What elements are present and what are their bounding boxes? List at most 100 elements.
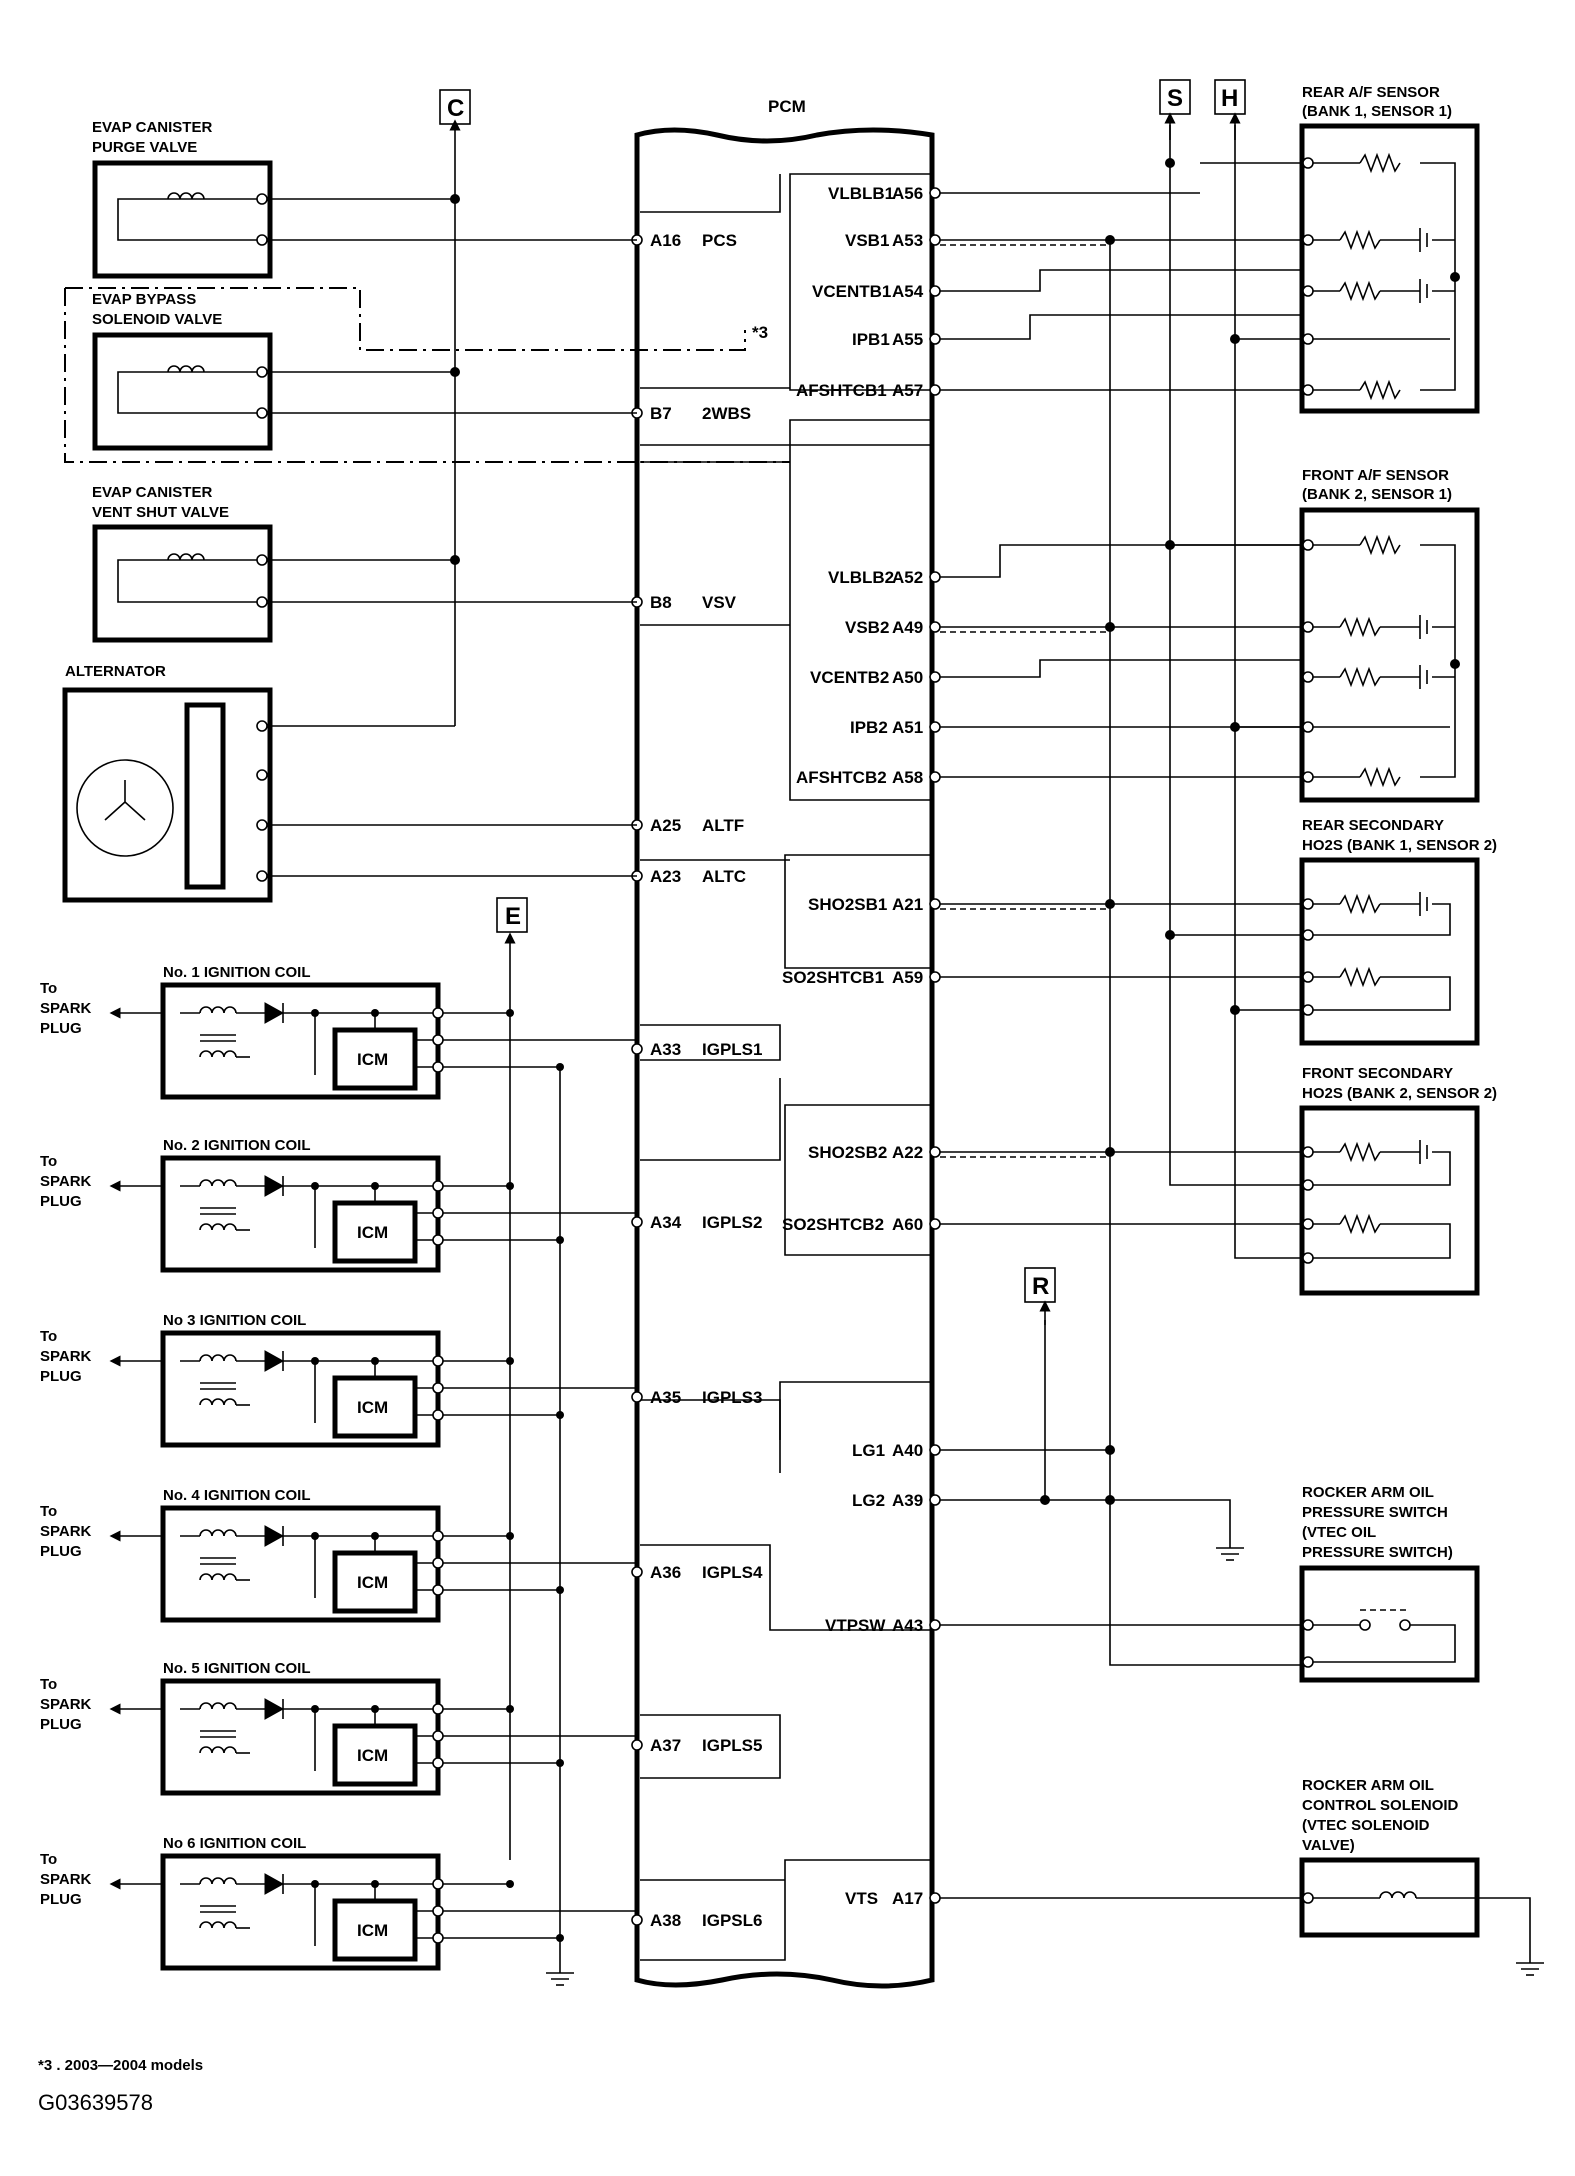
svg-text:PRESSURE SWITCH): PRESSURE SWITCH) bbox=[1302, 1544, 1453, 1561]
svg-text:IGPLS2: IGPLS2 bbox=[702, 1213, 762, 1232]
svg-text:ALTC: ALTC bbox=[702, 867, 746, 886]
svg-text:A38: A38 bbox=[650, 1911, 681, 1930]
svg-text:REAR A/F SENSOR: REAR A/F SENSOR bbox=[1302, 84, 1440, 101]
svg-text:A57: A57 bbox=[892, 381, 923, 400]
svg-text:VCENTB1: VCENTB1 bbox=[812, 282, 891, 301]
svg-text:A43: A43 bbox=[892, 1616, 923, 1635]
svg-text:FRONT SECONDARY: FRONT SECONDARY bbox=[1302, 1065, 1453, 1082]
connector-e: E bbox=[496, 897, 528, 933]
coil-label: No. 2 IGNITION COIL bbox=[163, 1137, 311, 1154]
svg-text:PLUG: PLUG bbox=[40, 1368, 82, 1385]
evap-vent-shut-valve: EVAP CANISTER VENT SHUT VALVE bbox=[92, 484, 273, 643]
svg-text:E: E bbox=[505, 903, 521, 930]
front-af-sensor: FRONT A/F SENSOR (BANK 2, SENSOR 1) bbox=[1299, 467, 1480, 803]
svg-text:IGPLS4: IGPLS4 bbox=[702, 1563, 763, 1582]
svg-text:ROCKER ARM OIL: ROCKER ARM OIL bbox=[1302, 1484, 1434, 1501]
icm-label: ICM bbox=[357, 1573, 388, 1592]
svg-text:SPARK: SPARK bbox=[40, 1173, 92, 1190]
svg-text:IGPLS3: IGPLS3 bbox=[702, 1388, 762, 1407]
evap-bypass-solenoid: EVAP BYPASS SOLENOID VALVE bbox=[64, 287, 790, 463]
svg-text:EVAP BYPASS: EVAP BYPASS bbox=[92, 291, 196, 308]
svg-text:A56: A56 bbox=[892, 184, 923, 203]
svg-text:A23: A23 bbox=[650, 867, 681, 886]
svg-text:A51: A51 bbox=[892, 718, 923, 737]
svg-text:FRONT A/F SENSOR: FRONT A/F SENSOR bbox=[1302, 467, 1449, 484]
left-wires bbox=[267, 119, 637, 877]
pcm-title: PCM bbox=[768, 97, 806, 116]
svg-text:A52: A52 bbox=[892, 568, 923, 587]
svg-text:AFSHTCB2: AFSHTCB2 bbox=[796, 768, 887, 787]
svg-text:PLUG: PLUG bbox=[40, 1543, 82, 1560]
front-secondary-ho2s: FRONT SECONDARY HO2S (BANK 2, SENSOR 2) bbox=[1299, 1065, 1497, 1296]
svg-text:A53: A53 bbox=[892, 231, 923, 250]
pin-a38: A38 IGPSL6 bbox=[631, 1911, 762, 1930]
svg-text:SHO2SB1: SHO2SB1 bbox=[808, 895, 887, 914]
oil-control-solenoid: ROCKER ARM OIL CONTROL SOLENOID (VTEC SO… bbox=[1299, 1777, 1545, 1976]
svg-text:REAR SECONDARY: REAR SECONDARY bbox=[1302, 817, 1444, 834]
svg-text:IGPLS5: IGPLS5 bbox=[702, 1736, 762, 1755]
svg-text:IGPSL6: IGPSL6 bbox=[702, 1911, 762, 1930]
svg-text:B7: B7 bbox=[650, 404, 672, 423]
svg-text:SPARK: SPARK bbox=[40, 1523, 92, 1540]
svg-text:A16: A16 bbox=[650, 231, 681, 250]
svg-text:VALVE): VALVE) bbox=[1302, 1837, 1355, 1854]
svg-text:PLUG: PLUG bbox=[40, 1020, 82, 1037]
svg-text:VSV: VSV bbox=[702, 593, 737, 612]
svg-text:SHO2SB2: SHO2SB2 bbox=[808, 1143, 887, 1162]
pin-a33: A33 IGPLS1 bbox=[631, 1040, 762, 1059]
icm-label: ICM bbox=[357, 1398, 388, 1417]
connector-s: S bbox=[1159, 79, 1191, 115]
ignition-bus bbox=[504, 932, 575, 1986]
svg-text:A33: A33 bbox=[650, 1040, 681, 1059]
svg-text:A22: A22 bbox=[892, 1143, 923, 1162]
svg-text:SPARK: SPARK bbox=[40, 1348, 92, 1365]
svg-text:VCENTB2: VCENTB2 bbox=[810, 668, 889, 687]
svg-text:VTPSW: VTPSW bbox=[825, 1616, 886, 1635]
svg-text:ALTF: ALTF bbox=[702, 816, 744, 835]
svg-text:PRESSURE SWITCH: PRESSURE SWITCH bbox=[1302, 1504, 1448, 1521]
svg-text:A35: A35 bbox=[650, 1388, 681, 1407]
coil-label: No. 5 IGNITION COIL bbox=[163, 1660, 311, 1677]
icm-label: ICM bbox=[357, 1921, 388, 1940]
svg-text:PLUG: PLUG bbox=[40, 1193, 82, 1210]
pin-a22: SHO2SB2 A22 bbox=[808, 1143, 941, 1162]
svg-text:PURGE VALVE: PURGE VALVE bbox=[92, 139, 197, 156]
svg-text:SPARK: SPARK bbox=[40, 1696, 92, 1713]
svg-text:C: C bbox=[447, 95, 464, 122]
connector-c: C bbox=[439, 89, 471, 125]
svg-text:A39: A39 bbox=[892, 1491, 923, 1510]
svg-text:IPB2: IPB2 bbox=[850, 718, 888, 737]
svg-text:SOLENOID VALVE: SOLENOID VALVE bbox=[92, 311, 222, 328]
svg-text:VLBLB2: VLBLB2 bbox=[828, 568, 894, 587]
svg-text:To: To bbox=[40, 1676, 57, 1693]
svg-text:To: To bbox=[40, 1851, 57, 1868]
svg-text:A58: A58 bbox=[892, 768, 923, 787]
icm-label: ICM bbox=[357, 1746, 388, 1765]
svg-text:IGPLS1: IGPLS1 bbox=[702, 1040, 762, 1059]
alternator: ALTERNATOR bbox=[62, 663, 273, 903]
icm-label: ICM bbox=[357, 1223, 388, 1242]
